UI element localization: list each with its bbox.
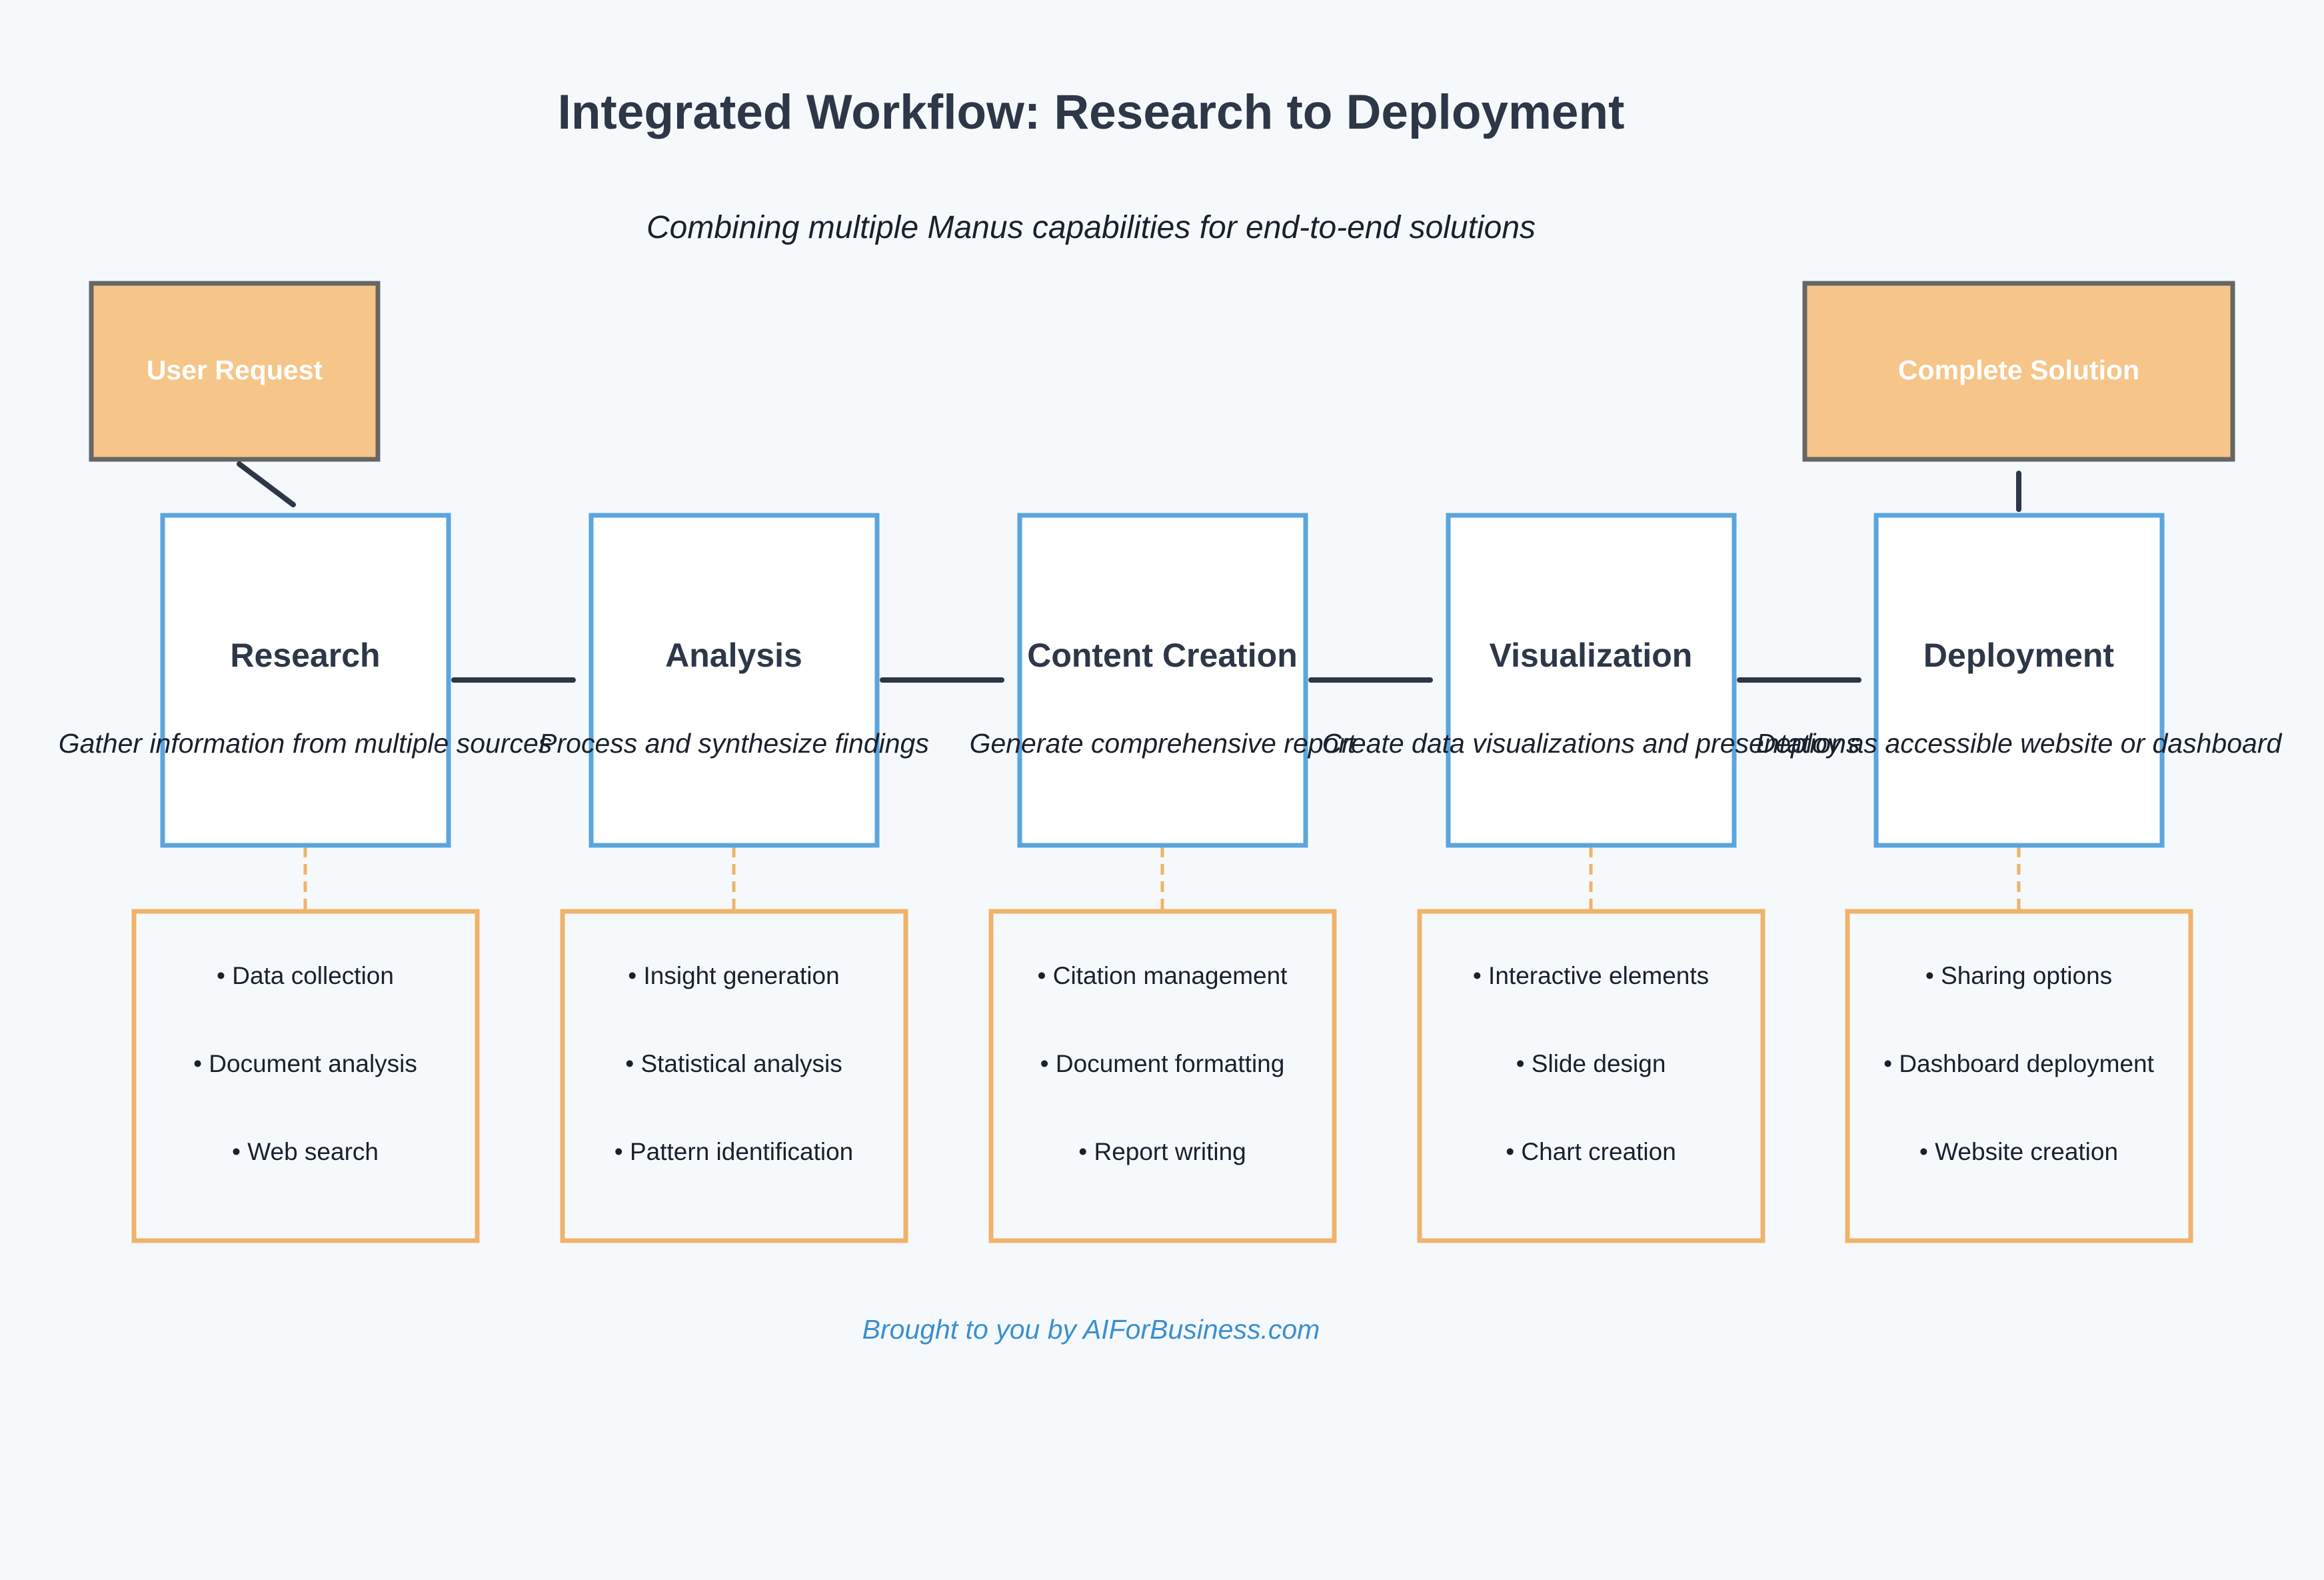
user-request-box [89,281,381,462]
stage-content-creation-description: Generate comprehensive report [970,728,1356,759]
stage-analysis-detail-item: • Pattern identification [614,1138,854,1165]
stage-deployment-description: Deploy as accessible website or dashboar… [1756,728,2283,759]
stage-analysis-detail-item: • Statistical analysis [625,1050,842,1077]
stage-content-creation-details-box [988,909,1337,1243]
stage-visualization-details-box [1417,909,1765,1243]
stage-visualization: Visualization Create data visualizations… [1322,513,1860,1243]
stage-deployment-detail-item: • Dashboard deployment [1883,1050,2155,1077]
user-request-node: User Request [89,281,381,462]
stage-deployment-title: Deployment [1923,637,2115,674]
stage-deployment-details-box [1845,909,2193,1243]
diagram-subtitle: Combining multiple Manus capabilities fo… [646,210,1536,245]
stage-research-box [160,513,451,848]
diagram-title: Integrated Workflow: Research to Deploym… [558,85,1625,139]
stage-deployment-detail-item: • Website creation [1919,1138,2118,1165]
stage-content-creation-title: Content Creation [1027,637,1298,674]
stage-visualization-title: Visualization [1490,637,1693,674]
complete-solution-node: Complete Solution [1802,281,2235,462]
complete-solution-box [1802,281,2235,462]
arrow-request-to-research [237,461,296,507]
stage-content-creation-detail-item: • Report writing [1078,1138,1246,1165]
stage-content-creation: Content Creation Generate comprehensive … [970,513,1356,1243]
stage-content-creation-detail-item: • Document formatting [1040,1050,1285,1077]
stage-visualization-detail-item: • Slide design [1516,1050,1666,1077]
stage-visualization-box [1446,513,1737,848]
stage-analysis-details-box [560,909,908,1243]
footer-credit: Brought to you by AIForBusiness.com [862,1314,1320,1345]
stage-research-detail-item: • Document analysis [193,1050,417,1077]
stage-research-detail-item: • Web search [232,1138,379,1165]
stage-research: Research Gather information from multipl… [59,513,553,1243]
stage-deployment: Deployment Deploy as accessible website … [1756,513,2283,1243]
stage-analysis: Analysis Process and synthesize findings… [539,513,929,1243]
stage-visualization-detail-item: • Interactive elements [1473,962,1709,989]
user-request-label: User Request [147,355,323,385]
stage-visualization-detail-item: • Chart creation [1506,1138,1676,1165]
stage-research-description: Gather information from multiple sources [59,728,553,759]
stage-analysis-detail-item: • Insight generation [628,962,839,989]
stage-analysis-description: Process and synthesize findings [539,728,929,759]
stage-analysis-box [588,513,880,848]
complete-solution-label: Complete Solution [1898,355,2139,385]
stage-visualization-description: Create data visualizations and presentat… [1322,728,1860,759]
stage-deployment-box [1873,513,2165,848]
stage-research-details-box [131,909,480,1243]
stage-content-creation-detail-item: • Citation management [1038,962,1288,989]
stage-research-detail-item: • Data collection [217,962,394,989]
stage-research-title: Research [230,637,380,674]
stage-content-creation-box [1017,513,1308,848]
stage-analysis-title: Analysis [665,637,802,674]
stage-deployment-detail-item: • Sharing options [1925,962,2112,989]
